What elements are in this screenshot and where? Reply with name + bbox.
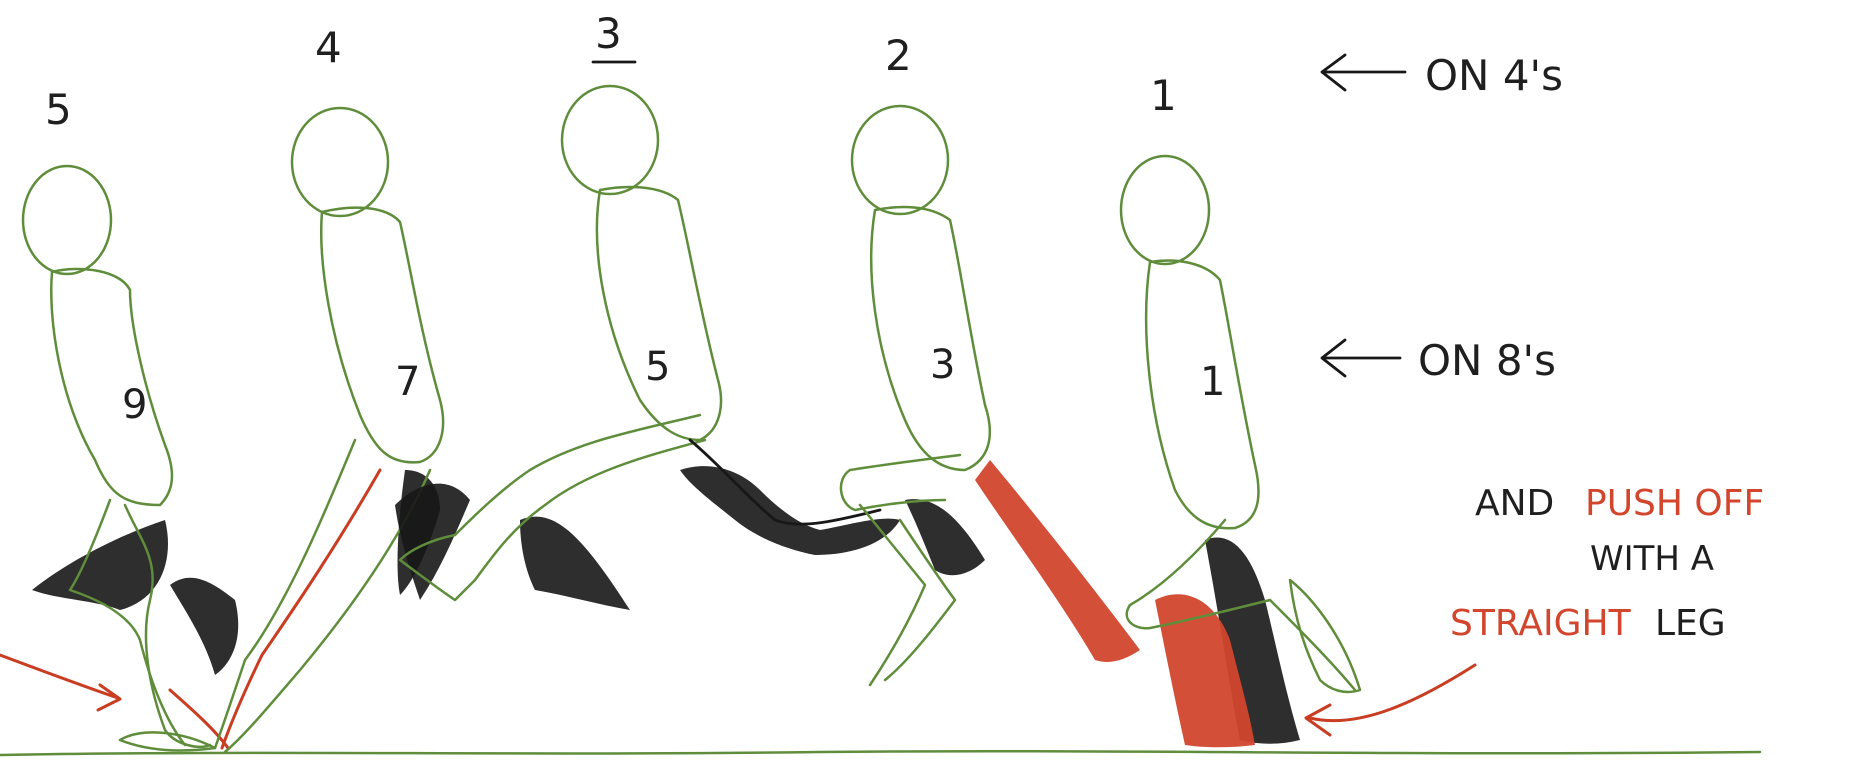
head	[292, 108, 388, 216]
pose-number-4: 4	[315, 23, 342, 72]
figure-pose-5	[23, 166, 238, 750]
red-arrow-left	[0, 655, 118, 698]
arrow-on-4s: ON 4's	[1322, 51, 1563, 100]
arrow-left-icon	[1322, 340, 1400, 376]
red-arrowhead-left-icon	[98, 685, 120, 710]
figure-pose-2	[680, 106, 1140, 685]
arrow-label-on-4s: ON 4's	[1425, 51, 1563, 100]
pose-number-2: 2	[885, 31, 912, 80]
body-number-7: 7	[395, 359, 420, 405]
pose-number-1: 1	[1150, 71, 1177, 120]
note-line-3-suffix: LEG	[1655, 603, 1726, 644]
note-line-2: WITH A	[1590, 539, 1714, 579]
note-line-1-prefix: AND	[1475, 483, 1554, 524]
body-number-5: 5	[645, 344, 670, 390]
red-straight-leg	[222, 470, 380, 748]
head	[852, 106, 948, 214]
red-arrow-to-push-leg	[1310, 665, 1475, 721]
torso	[321, 208, 443, 463]
body-number-1: 1	[1200, 359, 1225, 405]
push-off-note: AND PUSH OFF WITH A STRAIGHT LEG	[1450, 483, 1764, 644]
figure-pose-1	[1121, 156, 1360, 747]
bent-thigh	[841, 455, 960, 510]
lifted-foot	[1290, 580, 1360, 692]
lifted-thigh	[455, 415, 700, 535]
torso	[871, 207, 990, 470]
note-line-1-red: PUSH OFF	[1585, 483, 1764, 524]
shadow-leg	[905, 499, 985, 575]
head	[562, 86, 658, 194]
arrow-label-on-8s: ON 8's	[1418, 336, 1556, 385]
body-number-3: 3	[930, 342, 955, 388]
arrow-on-8s: ON 8's	[1322, 336, 1556, 385]
head	[23, 166, 111, 274]
note-line-3-red: STRAIGHT	[1450, 603, 1632, 644]
head	[1121, 156, 1209, 264]
shadow-leg-2	[520, 517, 630, 610]
shadow-leg	[32, 520, 168, 610]
figure-pose-4	[215, 108, 443, 752]
straight-leg	[215, 440, 355, 748]
torso	[597, 187, 721, 440]
arrow-left-icon	[1322, 55, 1405, 90]
shadow-drag	[680, 466, 900, 555]
pose-number-3: 3	[595, 9, 622, 58]
ground-line	[0, 751, 1760, 755]
pose-number-5: 5	[45, 85, 72, 134]
shadow-leg-2	[170, 578, 238, 675]
body-number-9: 9	[122, 382, 147, 428]
torso	[51, 269, 172, 505]
red-straight-leg	[975, 460, 1140, 662]
